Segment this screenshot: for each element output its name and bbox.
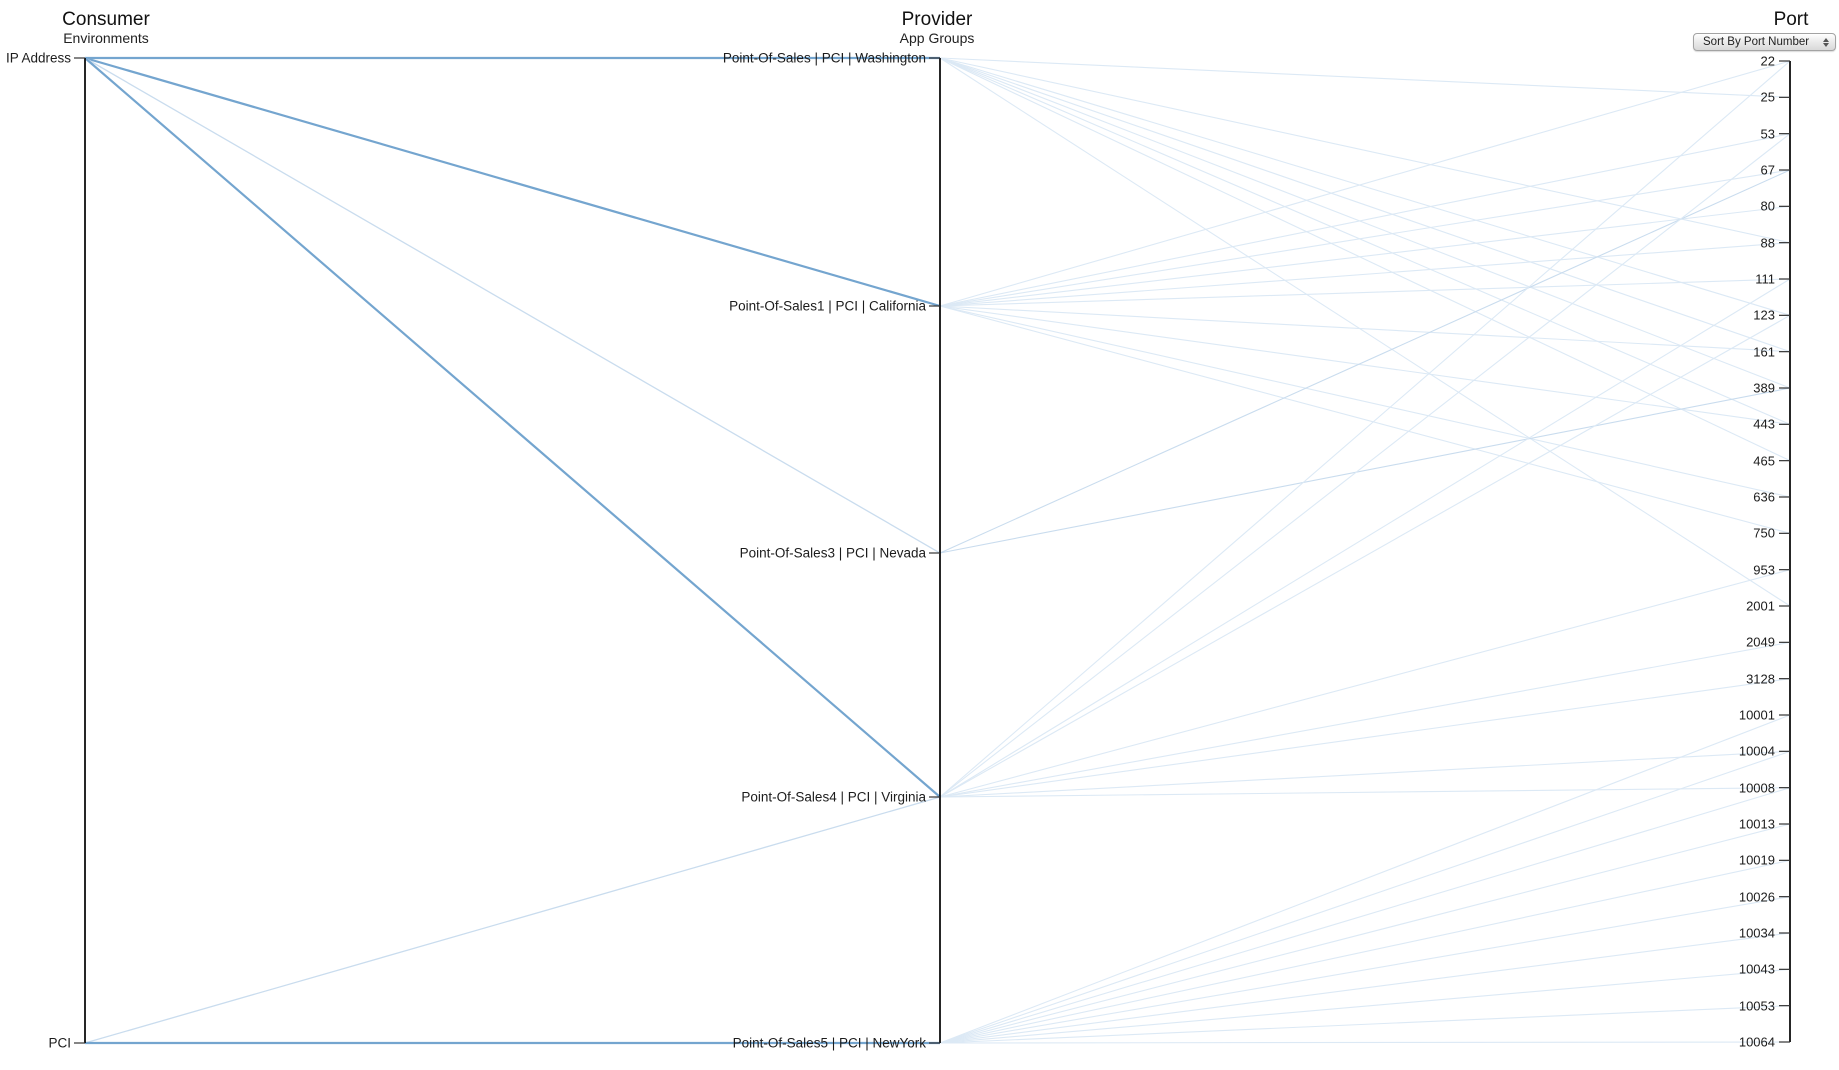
provider-node-label[interactable]: Point-Of-Sales5 | PCI | NewYork	[732, 1035, 926, 1051]
link-provider-port[interactable]	[939, 57, 1791, 316]
provider-node-label[interactable]: Point-Of-Sales4 | PCI | Virginia	[741, 789, 926, 805]
provider-column-header: Provider App Groups	[900, 9, 975, 47]
link-provider-port[interactable]	[939, 787, 1791, 798]
link-provider-port[interactable]	[939, 569, 1791, 798]
consumer-title: Consumer	[62, 9, 150, 30]
link-provider-port[interactable]	[939, 60, 1791, 798]
port-sort-selected-value: Sort By Port Number	[1703, 36, 1810, 48]
consumer-subtitle: Environments	[63, 30, 149, 46]
port-label: 10013	[1738, 816, 1775, 832]
link-provider-port[interactable]	[939, 60, 1791, 307]
provider-node-label[interactable]: Point-Of-Sales3 | PCI | Nevada	[739, 545, 926, 561]
provider-subtitle: App Groups	[899, 30, 975, 46]
consumer-node-label[interactable]: PCI	[48, 1035, 71, 1051]
link-provider-port[interactable]	[939, 750, 1791, 1044]
link-provider-port[interactable]	[939, 57, 1791, 607]
port-label: 53	[1760, 126, 1775, 142]
link-provider-port[interactable]	[939, 278, 1791, 307]
link-provider-port[interactable]	[939, 678, 1791, 798]
provider-title: Provider	[901, 9, 973, 30]
port-label: 2049	[1746, 634, 1775, 650]
port-label: 88	[1760, 235, 1775, 251]
link-provider-port[interactable]	[939, 57, 1791, 244]
link-provider-port[interactable]	[939, 133, 1791, 307]
port-label: 25	[1760, 89, 1775, 105]
port-label: 750	[1753, 525, 1775, 541]
port-label: 953	[1753, 562, 1775, 578]
link-consumer-provider[interactable]	[84, 56, 941, 308]
port-label: 111	[1755, 271, 1775, 287]
port-column-header: Port	[1774, 9, 1809, 30]
link-provider-port[interactable]	[939, 133, 1791, 798]
link-provider-port[interactable]	[939, 314, 1791, 798]
link-provider-port[interactable]	[939, 968, 1791, 1044]
port-label: 123	[1753, 307, 1775, 323]
link-provider-port[interactable]	[939, 278, 1791, 798]
port-label: 10026	[1738, 889, 1775, 905]
consumer-node-label[interactable]: IP Address	[5, 50, 71, 66]
port-title: Port	[1773, 9, 1809, 30]
port-label: 10043	[1738, 961, 1775, 977]
port-sort-select[interactable]: Sort By Port Number	[1693, 33, 1836, 51]
link-provider-port[interactable]	[939, 169, 1791, 307]
port-label: 10064	[1738, 1034, 1775, 1050]
link-provider-port[interactable]	[939, 305, 1791, 498]
link-provider-port[interactable]	[939, 714, 1791, 1044]
link-provider-port[interactable]	[939, 169, 1791, 554]
link-provider-port[interactable]	[939, 57, 1791, 98]
port-label: 636	[1753, 489, 1775, 505]
link-provider-port[interactable]	[939, 932, 1791, 1044]
link-provider-port[interactable]	[939, 57, 1791, 425]
port-label: 80	[1760, 198, 1775, 214]
consumer-column-header: Consumer Environments	[62, 9, 150, 47]
link-provider-port[interactable]	[939, 305, 1791, 353]
port-label: 67	[1760, 162, 1775, 178]
link-provider-port[interactable]	[939, 387, 1791, 554]
port-label: 465	[1753, 453, 1775, 469]
link-provider-port[interactable]	[939, 305, 1791, 534]
port-label: 10019	[1738, 852, 1775, 868]
link-provider-port[interactable]	[939, 1041, 1791, 1044]
port-label: 161	[1753, 344, 1775, 360]
port-label: 10034	[1738, 925, 1775, 941]
link-consumer-provider[interactable]	[84, 57, 941, 798]
port-label: 10004	[1738, 743, 1775, 759]
link-provider-port[interactable]	[939, 242, 1791, 307]
link-provider-port[interactable]	[939, 859, 1791, 1044]
link-consumer-provider[interactable]	[84, 796, 941, 1044]
port-label: 2001	[1746, 598, 1775, 614]
port-label: 389	[1753, 380, 1775, 396]
port-label: 10001	[1738, 707, 1775, 723]
link-consumer-provider[interactable]	[84, 57, 941, 554]
link-provider-port[interactable]	[939, 750, 1791, 798]
port-label: 10053	[1738, 998, 1775, 1014]
provider-node-label[interactable]: Point-Of-Sales1 | PCI | California	[729, 298, 926, 314]
link-provider-port[interactable]	[939, 57, 1791, 353]
link-provider-port[interactable]	[939, 57, 1791, 389]
port-label: 10008	[1738, 780, 1775, 796]
provider-node-label[interactable]: Point-Of-Sales | PCI | Washington	[722, 50, 926, 66]
port-label: 22	[1760, 53, 1775, 69]
select-stepper-icon	[1823, 37, 1829, 47]
link-provider-port[interactable]	[939, 787, 1791, 1044]
link-provider-port[interactable]	[939, 896, 1791, 1044]
link-provider-port[interactable]	[939, 57, 1791, 462]
link-provider-port[interactable]	[939, 305, 1791, 425]
link-provider-port[interactable]	[939, 823, 1791, 1044]
port-label: 443	[1753, 416, 1775, 432]
link-provider-port[interactable]	[939, 205, 1791, 307]
link-provider-port[interactable]	[939, 1005, 1791, 1044]
port-label: 3128	[1746, 671, 1775, 687]
link-provider-port[interactable]	[939, 641, 1791, 798]
